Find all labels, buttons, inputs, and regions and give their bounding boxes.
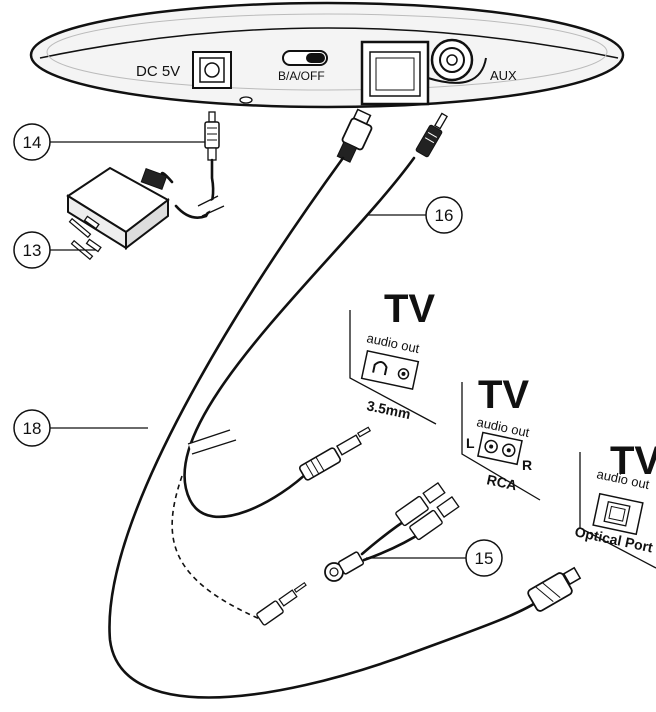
aux-cable-alternate-path (172, 476, 262, 620)
reset-pinhole (240, 97, 252, 103)
aux-port-label: AUX (490, 68, 517, 83)
mode-switch[interactable] (283, 51, 327, 65)
tv-panel-rca: TV audio out L R RCA (462, 373, 540, 500)
optical-plug-top (337, 110, 372, 163)
receiver-device: DC 5V B/A/OFF AUX (31, 3, 623, 107)
svg-text:14: 14 (23, 133, 42, 152)
callout-18: 18 (14, 410, 148, 446)
mode-switch-label: B/A/OFF (278, 69, 325, 83)
callout-14: 14 (14, 124, 205, 160)
callout-13: 13 (14, 232, 96, 268)
aux-plug-top (415, 113, 447, 157)
aux-plug-alt-end (256, 583, 306, 626)
dc-power-port[interactable] (193, 52, 231, 88)
jack-socket (362, 351, 419, 389)
svg-text:16: 16 (435, 206, 454, 225)
callout-15: 15 (366, 540, 502, 576)
rca-right-label: R (522, 457, 532, 473)
svg-text:18: 18 (23, 419, 42, 438)
tv-panel-title: TV (478, 373, 529, 417)
dc-port-label: DC 5V (136, 63, 180, 80)
optical-plug-bottom (527, 568, 581, 613)
svg-text:15: 15 (475, 549, 494, 568)
tv-panel-title: TV (384, 287, 435, 331)
tv-panel-3-5mm: TV audio out 3.5mm (350, 287, 436, 424)
rca-adapter (325, 483, 459, 581)
tv-port-label: 3.5mm (365, 397, 412, 422)
optical-port[interactable] (362, 42, 428, 104)
power-adapter (68, 168, 168, 259)
callout-16: 16 (368, 197, 462, 233)
tv-port-label: RCA (485, 471, 518, 493)
aux-plug-tv-end (299, 427, 371, 481)
svg-text:13: 13 (23, 241, 42, 260)
tv-panel-optical: TV audio out Optical Port (573, 439, 656, 568)
dc-plug (205, 112, 219, 160)
rca-left-label: L (466, 435, 475, 451)
